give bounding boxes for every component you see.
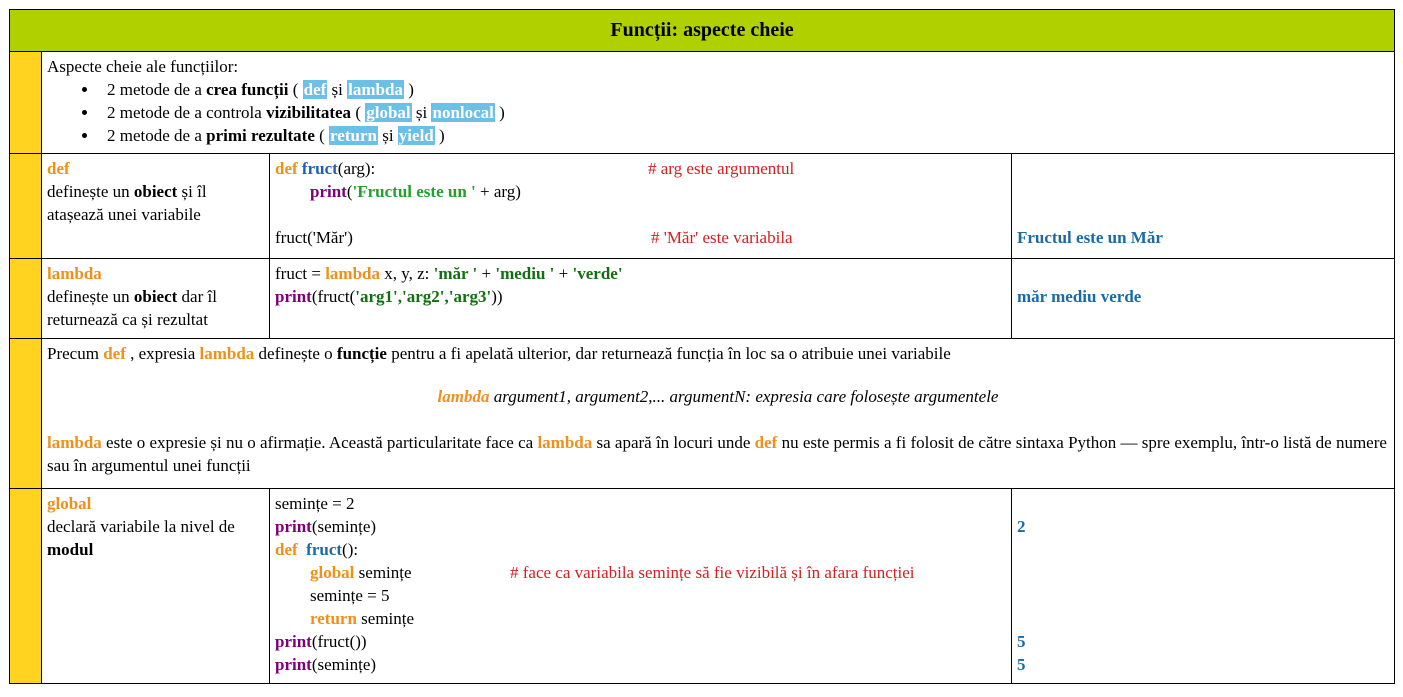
lambda-syntax: lambda argument1, argument2,... argument…	[437, 387, 999, 406]
code-line: return semințe	[310, 609, 415, 628]
code-comment: # arg este argumentul	[648, 159, 795, 178]
row-marker	[9, 338, 42, 489]
global-output-cell: 2 5 5	[1010, 488, 1396, 684]
global-text: declară variabile la nivel de modul	[47, 517, 235, 559]
code-line: semințe = 2	[275, 494, 355, 513]
list-item: 2 metode de a crea funcții ( def și lamb…	[99, 78, 1389, 101]
global-output: 5	[1017, 632, 1026, 651]
code-line: print(fruct('arg1','arg2','arg3'))	[275, 287, 503, 306]
def-keyword: def	[47, 159, 70, 178]
code-line: print(fruct())	[275, 632, 367, 651]
code-line: print('Fructul este un ' + arg)	[310, 182, 521, 201]
code-line: semințe = 5	[310, 586, 390, 605]
global-code: semințe = 2 print(semințe) def fruct(): …	[269, 488, 1012, 684]
global-output: 2	[1017, 517, 1026, 536]
list-item: 2 metode de a primi rezultate ( return ș…	[99, 124, 1389, 147]
code-line: global semințe # face ca variabila semin…	[310, 563, 915, 582]
intro-cell: Aspecte cheie ale funcțiilor: 2 metode d…	[40, 51, 1396, 154]
keyword-badge: yield	[397, 126, 435, 145]
code-line: print(semințe)	[275, 655, 377, 674]
global-keyword: global	[47, 494, 92, 513]
code-line: print(semințe)	[275, 517, 377, 536]
def-output-cell: Fructul este un Măr	[1010, 153, 1396, 259]
code-comment: # face ca variabila semințe să fie vizib…	[510, 563, 915, 582]
row-marker	[9, 51, 42, 154]
keyword-badge: def	[302, 80, 328, 99]
code-line: def fruct(arg): # arg este argumentul	[275, 159, 795, 178]
def-description: def definește un obiect și îl atașează u…	[41, 153, 270, 259]
lambda-output-cell: măr mediu verde	[1010, 258, 1396, 339]
key-aspects-table: Funcții: aspecte cheie Aspecte cheie ale…	[8, 9, 1396, 684]
code-line: fruct = lambda x, y, z: 'măr ' + 'mediu …	[275, 264, 623, 283]
keyword-badge: lambda	[347, 80, 404, 99]
def-code: def fruct(arg): # arg este argumentul pr…	[269, 153, 1012, 259]
lambda-keyword: lambda	[47, 264, 102, 283]
lambda-explanation: Precum def , expresia lambda definește o…	[40, 338, 1396, 489]
code-comment: # 'Măr' este variabila	[651, 228, 793, 247]
intro-list: 2 metode de a crea funcții ( def și lamb…	[47, 78, 1389, 147]
row-marker	[9, 488, 42, 684]
lambda-output: măr mediu verde	[1017, 287, 1142, 306]
code-line: fruct('Măr') # 'Măr' este variabila	[275, 228, 793, 247]
code-line: def fruct():	[275, 540, 359, 559]
lambda-text: definește un obiect dar îl returnează ca…	[47, 287, 217, 329]
row-marker	[9, 153, 42, 259]
paragraph: lambda este o expresie și nu o afirmație…	[47, 433, 1387, 475]
row-marker	[9, 258, 42, 339]
paragraph: Precum def , expresia lambda definește o…	[47, 344, 951, 363]
intro-heading: Aspecte cheie ale funcțiilor:	[47, 57, 239, 76]
global-output: 5	[1017, 655, 1026, 674]
def-text: definește un obiect și îl atașează unei …	[47, 182, 207, 224]
keyword-badge: global	[365, 103, 412, 122]
global-description: global declară variabile la nivel de mod…	[41, 488, 270, 684]
lambda-code: fruct = lambda x, y, z: 'măr ' + 'mediu …	[269, 258, 1012, 339]
table-title: Funcții: aspecte cheie	[8, 9, 1396, 52]
lambda-description: lambda definește un obiect dar îl return…	[41, 258, 270, 339]
list-item: 2 metode de a controla vizibilitatea ( g…	[99, 101, 1389, 124]
keyword-badge: return	[329, 126, 378, 145]
keyword-badge: nonlocal	[431, 103, 495, 122]
def-output: Fructul este un Măr	[1017, 228, 1163, 247]
